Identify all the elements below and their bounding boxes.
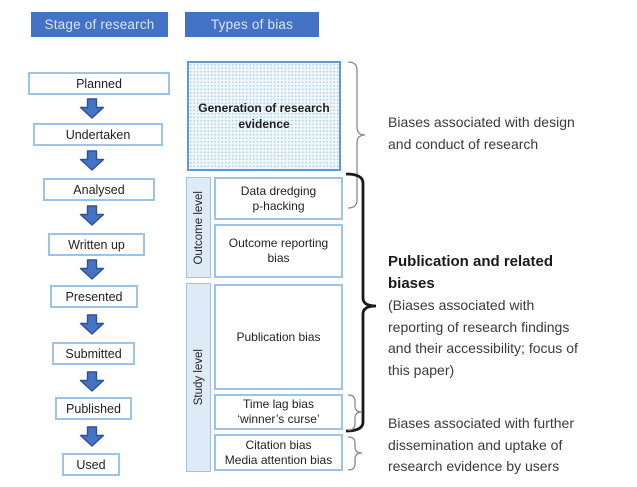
brace-icons (344, 55, 386, 480)
citation-brace-icon (347, 436, 363, 471)
stage-of-research-header: Stage of research (31, 12, 168, 37)
down-arrow-icon (79, 205, 105, 226)
publication-biases-brace-icon (345, 172, 377, 433)
down-arrow-icon (79, 150, 105, 171)
stage-box-published: Published (55, 397, 132, 420)
stage-box-submitted: Submitted (52, 342, 135, 365)
down-arrow-icon (79, 314, 105, 335)
stage-box-written-up: Written up (48, 233, 145, 256)
time-lag-brace-icon (347, 394, 363, 431)
down-arrow-icon (79, 98, 105, 119)
outcome-level-bar: Outcome level (186, 177, 211, 278)
down-arrow-icon (79, 259, 105, 280)
types-of-bias-header: Types of bias (185, 12, 319, 37)
outcome-level-label: Outcome level (192, 190, 205, 265)
stage-box-analysed: Analysed (43, 178, 155, 201)
down-arrow-icon (79, 371, 105, 392)
stage-box-planned: Planned (28, 72, 170, 95)
stage-box-presented: Presented (50, 285, 138, 308)
study-level-bar: Study level (186, 283, 211, 472)
down-arrow-icon (79, 426, 105, 447)
time-lag-bias-box: Time lag bias‘winner’s curse’ (214, 394, 343, 430)
stage-box-undertaken: Undertaken (33, 123, 163, 146)
design-conduct-brace-icon (347, 61, 366, 209)
study-level-label: Study level (192, 349, 205, 406)
publication-bias-box: Publication bias (214, 284, 343, 390)
stage-box-used: Used (62, 453, 120, 476)
